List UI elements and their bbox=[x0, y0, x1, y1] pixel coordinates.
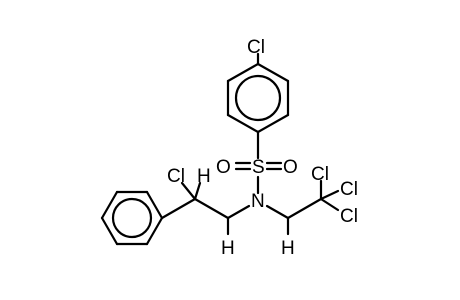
sulfonyl-bonds bbox=[234, 161, 283, 171]
bond-c-cl-mid bbox=[319, 189, 340, 201]
atom-n: N bbox=[251, 191, 265, 212]
atom-cl-cf3-mid: Cl bbox=[340, 179, 358, 200]
bond-chcl-phenyl bbox=[160, 197, 197, 220]
ring-bond bbox=[145, 216, 164, 246]
ring-bond bbox=[256, 113, 290, 134]
atom-cl-cf3-top: Cl bbox=[311, 164, 329, 185]
bond-c-cl-bottom bbox=[319, 197, 340, 212]
atom-cl-benzylic: Cl bbox=[167, 166, 185, 187]
phenyl-ring bbox=[100, 190, 164, 246]
bond-ch2-ccl3 bbox=[286, 197, 323, 220]
atom-o-left: O bbox=[216, 157, 231, 178]
bond-n-ch2-right bbox=[265, 204, 290, 220]
ring-bond bbox=[100, 216, 119, 246]
bond-ch2-chcl bbox=[193, 197, 230, 220]
atom-o-right: O bbox=[283, 157, 298, 178]
chlorophenyl-ring bbox=[226, 62, 290, 134]
bond-chcl-h bbox=[193, 181, 202, 201]
atom-cl-cf3-bottom: Cl bbox=[340, 206, 358, 227]
ring-bond bbox=[145, 190, 164, 220]
ring-bond bbox=[100, 190, 119, 220]
bond-chcl-cl bbox=[180, 181, 197, 201]
ring-bond bbox=[226, 62, 260, 83]
ring-bond bbox=[226, 113, 260, 134]
bond-n-ch2-left bbox=[226, 204, 251, 220]
atom-h-ch2-left: H bbox=[221, 238, 235, 259]
atom-cl-para: Cl bbox=[247, 37, 265, 58]
ring-bond bbox=[256, 62, 290, 83]
aromatic-circle bbox=[234, 74, 282, 122]
atom-h-ch2-right: H bbox=[281, 238, 295, 259]
atom-h-benzylic: H bbox=[197, 166, 211, 187]
atom-s: S bbox=[252, 157, 265, 178]
aromatic-circle bbox=[111, 197, 153, 239]
